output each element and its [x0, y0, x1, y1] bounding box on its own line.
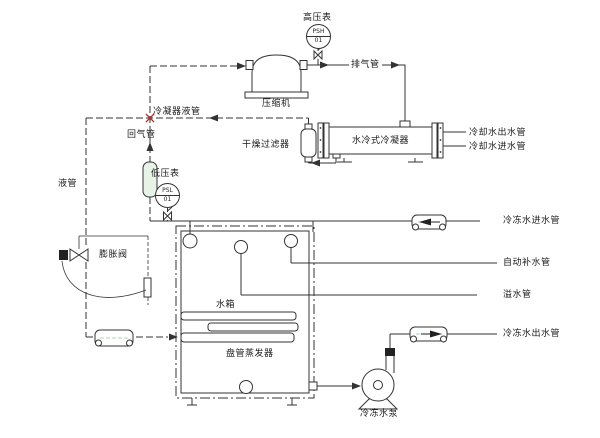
txv-equalizer-line	[78, 235, 148, 249]
arrow-discharge-2	[391, 61, 400, 69]
pump-shape	[357, 348, 399, 410]
liquid-line-strainer	[94, 329, 134, 347]
hp-gauge-tap	[313, 45, 324, 65]
lp-gauge-label: 低压表	[151, 169, 180, 179]
makeup-float-valve	[284, 234, 298, 248]
water-tank-label: 水箱	[216, 300, 236, 310]
discharge-pipe-label: 排气管	[349, 60, 382, 70]
low-pressure-gauge: PSL 01	[155, 183, 180, 208]
hp-tap-valve-right	[317, 49, 323, 61]
arrow-into-pump	[352, 382, 361, 390]
hp-gauge-number: 01	[307, 36, 330, 45]
arrow-into-drier	[311, 159, 320, 167]
condenser-flange-left-inner	[323, 122, 330, 159]
drier-body	[300, 128, 317, 158]
tank-outer-wall	[175, 225, 315, 399]
txv-sensing-bulb	[143, 277, 152, 298]
txv-actuator	[59, 250, 68, 260]
compressor-dome	[251, 54, 302, 93]
outlet-fitting-cap-left	[410, 335, 417, 343]
tank-legs	[187, 398, 297, 406]
arrow-into-compressor	[237, 62, 246, 70]
compressor-suction-port	[245, 60, 254, 70]
coil-pass-1	[180, 311, 297, 321]
drier-filter-shape	[300, 123, 317, 163]
coil-evaporator-label: 盘管蒸发器	[226, 349, 274, 359]
coil-pass-2	[207, 322, 299, 332]
condenser-legs	[337, 158, 423, 163]
arrow-liquid-left	[209, 114, 218, 122]
coil-outlet-penetration	[182, 233, 198, 249]
lp-tap-valve-right	[166, 210, 172, 222]
txv-capillary	[61, 260, 147, 298]
drier-neck-bottom	[304, 156, 313, 163]
expansion-valve-shape	[59, 235, 152, 305]
strainer-cap-left	[95, 339, 102, 347]
tank-outlet-port	[308, 381, 318, 391]
hp-gauge-label: 高压表	[303, 13, 332, 23]
arrow-return-gas-up	[146, 142, 154, 151]
lp-gauge-tag: PSL	[162, 187, 173, 194]
outlet-fitting-cap-right	[440, 335, 447, 343]
cooling-water-in-label: 冷却水进水管	[469, 142, 527, 152]
condenser-liquid-pipe-label: 冷凝器液管	[153, 107, 201, 117]
strainer-cap-right	[126, 339, 133, 347]
lp-tap-valve-left	[163, 210, 169, 222]
arrow-discharge-1	[320, 61, 329, 69]
txv-body-right	[78, 248, 89, 262]
compressor-label: 压缩机	[262, 99, 291, 109]
lp-tap-stem	[167, 206, 173, 221]
return-gas-pipe-label: 回气管	[127, 130, 156, 140]
suction-sight-glass	[142, 161, 158, 198]
lp-gauge-number: 01	[156, 195, 179, 204]
overflow-label: 溢水管	[503, 290, 532, 300]
condenser-label: 水冷式冷凝器	[352, 136, 410, 146]
chilled-water-in-label: 冷冻水进水管	[503, 216, 561, 226]
flow-arrows	[146, 61, 400, 390]
pipe-crossing-mark	[145, 113, 155, 123]
arrow-liquid-into-tank	[169, 333, 178, 341]
hp-tap-valve-left	[313, 49, 319, 61]
cooling-water-out-label: 冷却水出水管	[469, 128, 527, 138]
txv-body-left	[69, 248, 80, 262]
condenser-liquid-nozzle	[332, 153, 341, 159]
outlet-fitting-arrow	[430, 330, 442, 338]
inlet-fitting-arrow	[419, 218, 431, 226]
discharge-pipe	[307, 64, 406, 121]
compressor-shape	[244, 54, 309, 99]
auto-makeup-label: 自动补水管	[503, 258, 551, 268]
lp-gauge-tap	[163, 206, 173, 222]
condenser-flange-bolts	[319, 127, 442, 153]
auto-makeup-pipe	[290, 248, 497, 264]
condenser-flange-right-inner	[431, 122, 438, 159]
pump-label: 冷冻水泵	[360, 409, 399, 419]
condenser-shape	[317, 120, 444, 163]
pump-hub	[373, 380, 383, 390]
overflow-standpipe	[234, 240, 248, 254]
condenser-top-nozzle	[399, 120, 411, 128]
drier-neck-top	[304, 123, 313, 130]
expansion-valve-label: 膨胀阀	[99, 250, 128, 260]
compressor-discharge-port	[299, 60, 308, 70]
chilled-water-inlet-fitting	[411, 214, 447, 231]
cooling-water-stubs	[443, 131, 466, 147]
pump-outlet-valve	[385, 348, 395, 356]
coil-pass-3	[180, 332, 295, 343]
high-pressure-gauge: PSH 01	[306, 24, 331, 49]
water-tank-shape	[175, 225, 318, 406]
chilled-water-outlet-pipe	[385, 333, 497, 373]
chilled-water-out-label: 冷冻水出水管	[503, 329, 561, 339]
tank-drain	[239, 380, 253, 394]
hp-gauge-tag: PSH	[312, 28, 325, 35]
inlet-fitting-cap-right	[439, 223, 446, 231]
overflow-pipe	[240, 253, 477, 296]
compressor-base	[244, 91, 309, 99]
chilled-water-outlet-fitting	[409, 326, 448, 343]
inlet-fitting-cap-left	[412, 223, 419, 231]
liquid-pipe-label: 液管	[58, 179, 78, 189]
drier-filter-label: 干燥过滤器	[242, 140, 290, 150]
